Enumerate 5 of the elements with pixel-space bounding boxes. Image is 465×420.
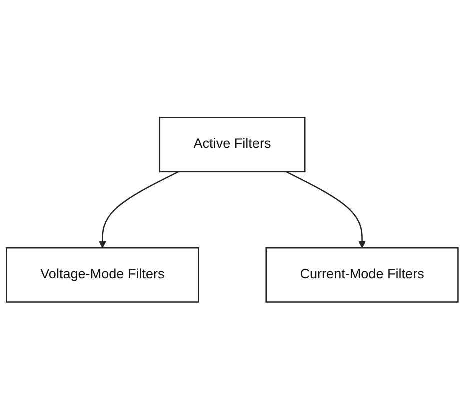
node-box: Active Filters [159, 117, 306, 173]
arrow [99, 171, 179, 248]
node-box: Current-Mode Filters [266, 247, 459, 303]
arrow [286, 171, 366, 248]
node-box: Voltage-Mode Filters [6, 247, 200, 303]
